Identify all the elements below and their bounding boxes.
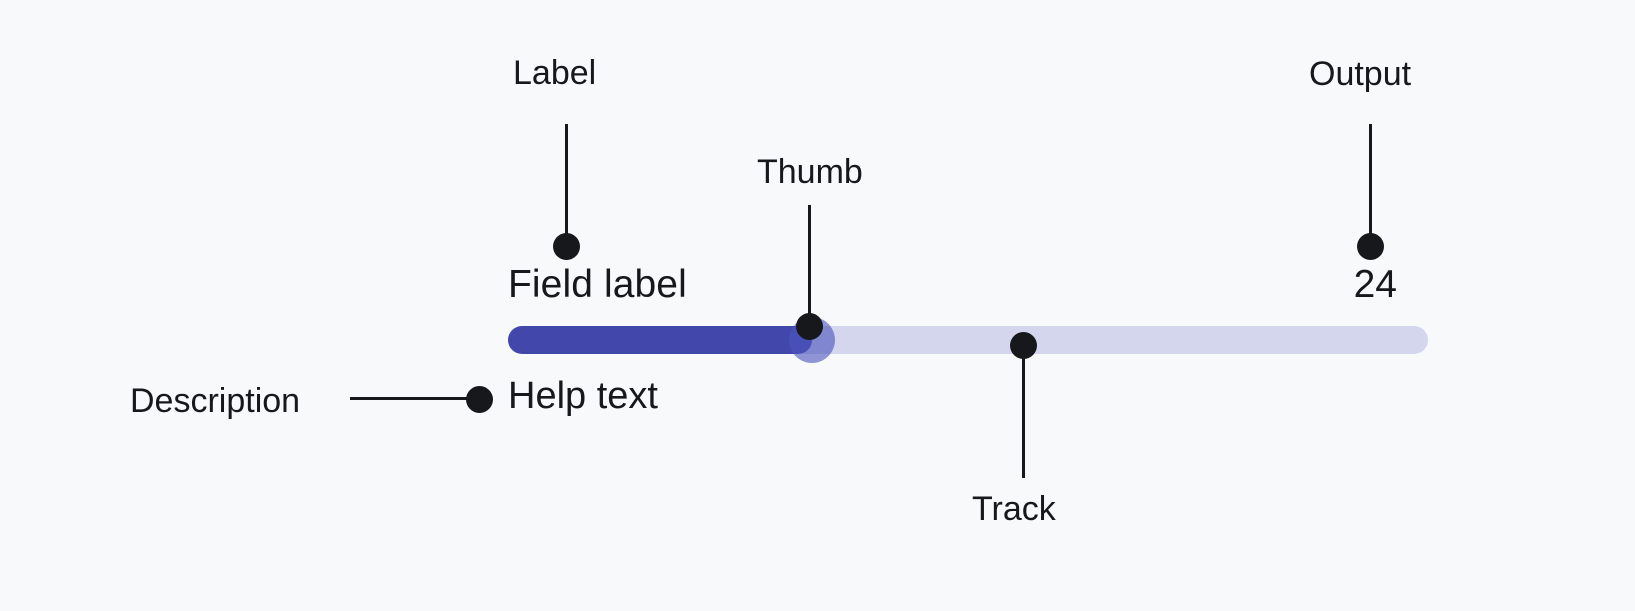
slider-field-label: Field label (508, 263, 687, 306)
callout-description-leader-line (350, 397, 477, 400)
callout-track-leader-line (1022, 356, 1025, 478)
callout-output-dot-icon (1356, 232, 1384, 260)
slider-fill (508, 326, 812, 354)
callout-thumb-label: Thumb (757, 153, 863, 191)
slider-output-value: 24 (1353, 263, 1397, 306)
callout-track-label: Track (972, 490, 1056, 528)
slider-track[interactable] (508, 317, 1428, 363)
callout-label-label: Label (513, 54, 597, 92)
callout-output-label: Output (1309, 55, 1412, 93)
slider-help-text: Help text (508, 375, 658, 417)
slider-component[interactable]: Field label 24 Help text (508, 262, 1428, 422)
callout-label-dot-icon (552, 232, 580, 260)
callout-description-label: Description (130, 382, 301, 420)
callout-thumb-leader-line (808, 205, 811, 323)
callout-thumb-dot-icon (795, 312, 823, 340)
callout-label-leader-line (565, 124, 568, 242)
callout-track-dot-icon (1009, 331, 1037, 359)
callout-description-dot-icon (465, 385, 493, 413)
callout-output-leader-line (1369, 124, 1372, 242)
